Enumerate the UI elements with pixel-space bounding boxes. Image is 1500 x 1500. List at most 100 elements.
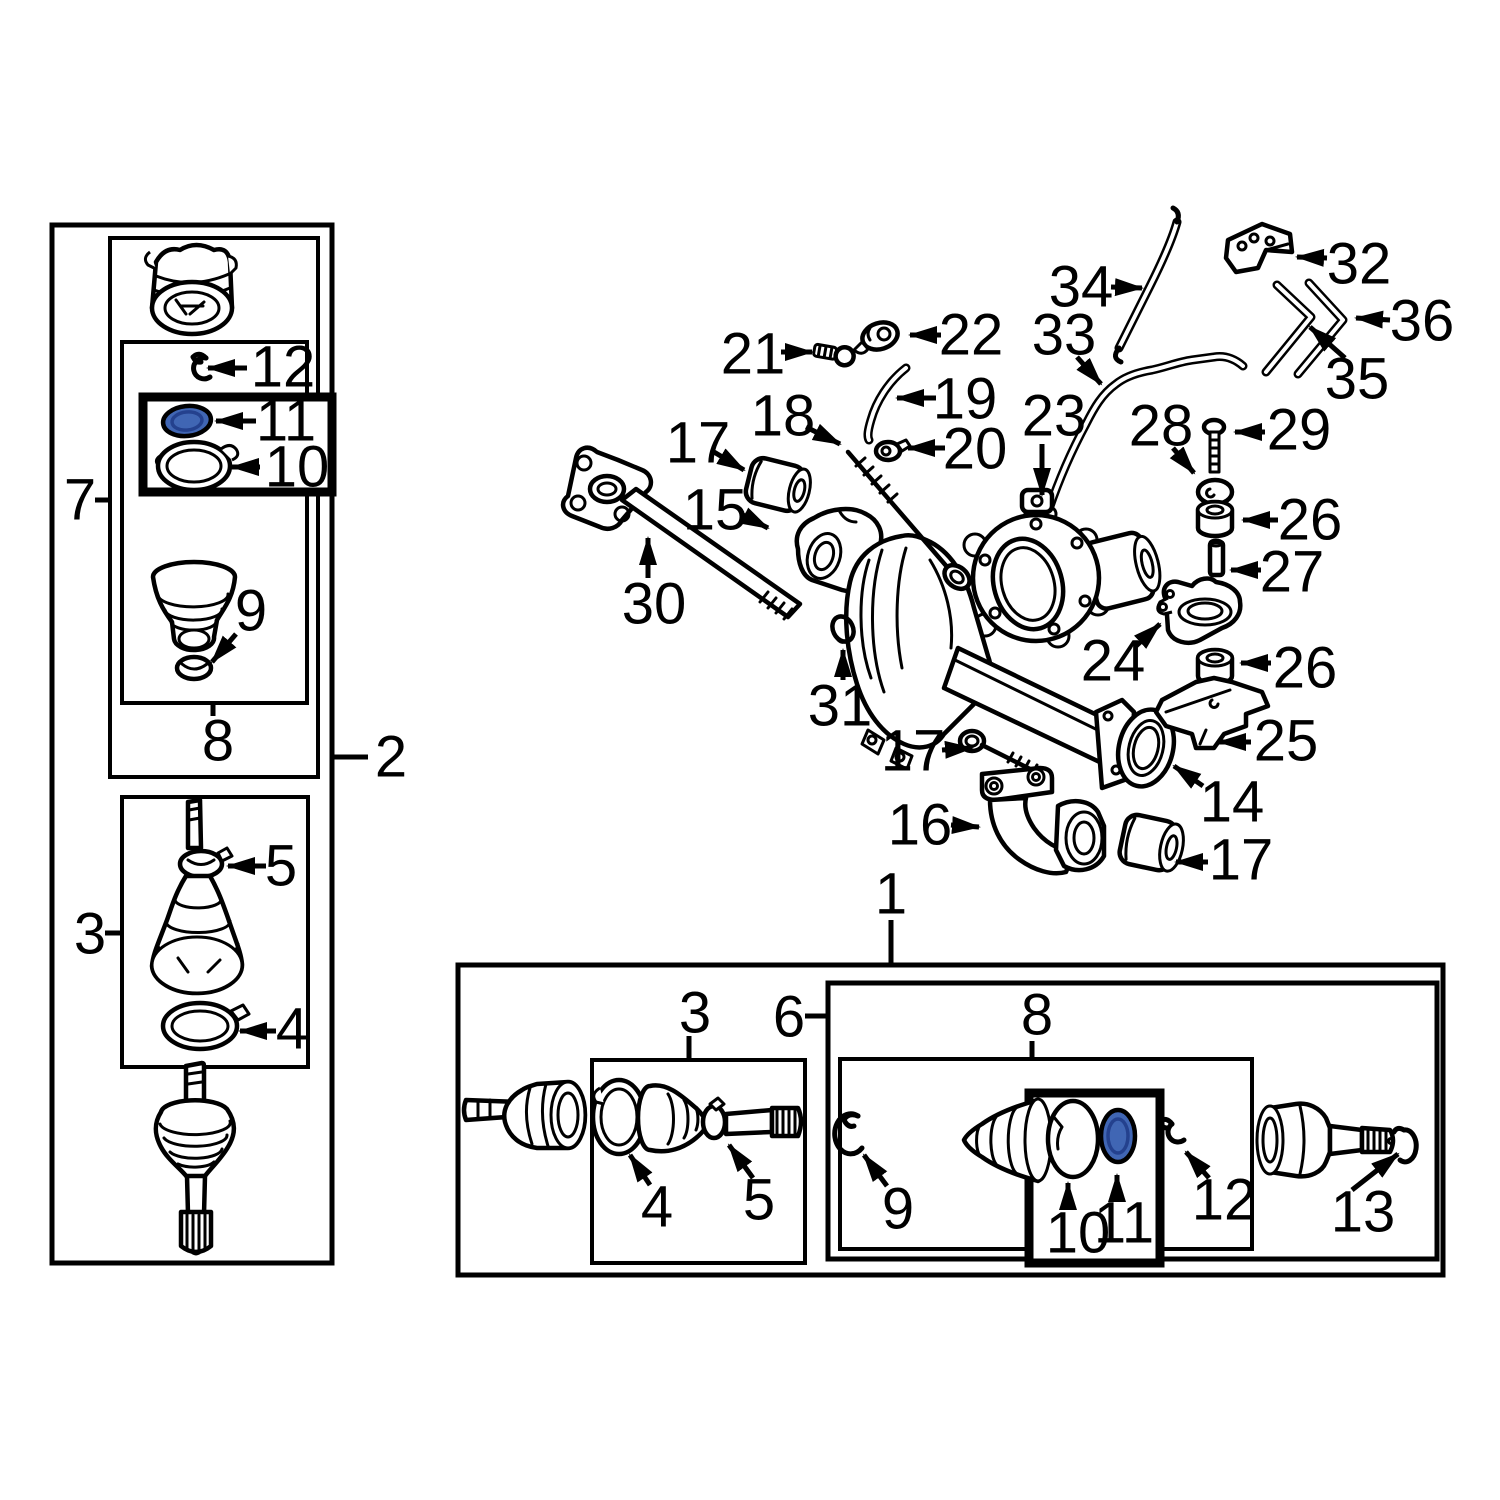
part-axle-shaft-30-icon xyxy=(560,445,803,621)
callout-number: 9 xyxy=(882,1177,914,1242)
callout-number: 23 xyxy=(1022,384,1087,449)
part-cap-10-left-icon xyxy=(154,439,240,493)
callout-30-10: 30 xyxy=(622,536,687,637)
callout-number: 17 xyxy=(881,719,946,784)
callout-number: 34 xyxy=(1049,255,1114,320)
callout-17-35: 17 xyxy=(1174,828,1273,893)
callout-15-12: 15 xyxy=(683,478,770,543)
callout-number: 10 xyxy=(265,435,330,500)
callout-number: 11 xyxy=(1094,1191,1154,1256)
callout-number: 17 xyxy=(666,411,731,476)
callout-31-18: 31 xyxy=(808,648,873,739)
callout-arrow xyxy=(726,1143,756,1180)
callout-34-21: 34 xyxy=(1049,255,1144,320)
callout-4-9: 4 xyxy=(238,997,308,1062)
callout-3-37: 3 xyxy=(679,981,711,1058)
highlighted-parts-layer xyxy=(160,403,1138,1165)
callout-number: 11 xyxy=(256,389,316,454)
part-bolt-18-icon xyxy=(845,449,972,592)
callout-20-17: 20 xyxy=(906,417,1007,482)
part-snap-ring-12-left-icon xyxy=(190,351,213,382)
callout-35-24: 35 xyxy=(1308,325,1390,412)
part-differential-carrier-icon xyxy=(962,487,1162,649)
callout-number: 25 xyxy=(1254,709,1319,774)
callout-arrow xyxy=(941,740,974,759)
group-2-box xyxy=(108,236,320,779)
callout-23-19: 23 xyxy=(1022,384,1087,497)
callout-10-2: 10 xyxy=(230,435,330,500)
part-hose-19-icon xyxy=(863,363,911,445)
callout-number: 31 xyxy=(808,674,873,739)
callout-32-22: 32 xyxy=(1295,232,1391,297)
part-outer-cv-joint-bottom-icon xyxy=(461,1079,588,1151)
callout-arrow xyxy=(1169,446,1196,475)
callout-6-38: 6 xyxy=(773,985,827,1050)
callout-18-13: 18 xyxy=(751,384,842,449)
part-bolt-29-icon xyxy=(1201,417,1227,474)
callout-arrow xyxy=(1110,278,1144,297)
part-tube-collar-14-icon xyxy=(1115,707,1177,789)
callout-number: 8 xyxy=(202,709,234,774)
part-snap-ring-13-bottom-icon xyxy=(1391,1125,1419,1165)
callout-arrow xyxy=(1184,1150,1211,1180)
callout-arrow xyxy=(1172,763,1205,789)
callout-number: 10 xyxy=(1046,1201,1111,1266)
oil-seal-11-bottom xyxy=(1098,1107,1138,1165)
callout-arrow xyxy=(210,632,238,664)
callout-1-36: 1 xyxy=(875,862,907,963)
callout-number: 16 xyxy=(888,793,953,858)
part-hose-35-icon xyxy=(1261,280,1316,377)
callout-8-5: 8 xyxy=(202,704,234,774)
part-clamp-22-icon xyxy=(852,320,900,355)
callout-number: 14 xyxy=(1200,770,1265,835)
part-axle-shaft-7-left-icon xyxy=(153,1060,237,1256)
callout-number: 9 xyxy=(235,579,267,644)
part-bushing-17-top-icon xyxy=(743,455,812,514)
part-cv-joint-3-left-icon xyxy=(149,797,251,1052)
part-bracket-25-icon xyxy=(1153,675,1271,751)
callout-arrow xyxy=(1354,310,1391,329)
callout-number: 33 xyxy=(1032,303,1097,368)
callout-arrow xyxy=(712,448,746,473)
part-boot-8-bottom-icon xyxy=(961,1097,1053,1184)
callout-number: 15 xyxy=(683,478,748,543)
callout-number: 24 xyxy=(1081,629,1146,694)
part-bolt-21-icon xyxy=(812,342,856,368)
part-snap-ring-9-bottom-icon xyxy=(832,1111,865,1157)
callout-number: 18 xyxy=(751,384,816,449)
callout-number: 22 xyxy=(939,303,1004,368)
callout-13-46: 13 xyxy=(1331,1152,1400,1245)
callout-number: 30 xyxy=(622,572,687,637)
callout-26-30: 26 xyxy=(1239,636,1338,701)
callout-number: 5 xyxy=(265,834,297,899)
callout-14-32: 14 xyxy=(1172,763,1265,835)
callout-arrow xyxy=(739,507,770,531)
callout-9-42: 9 xyxy=(861,1153,914,1242)
callout-21-14: 21 xyxy=(721,322,814,387)
part-inner-cv-joint-13-icon xyxy=(1255,1101,1396,1179)
part-grommet-28-icon xyxy=(1195,477,1235,507)
callout-number: 35 xyxy=(1325,347,1390,412)
callout-arrow xyxy=(1134,622,1162,649)
callout-number: 26 xyxy=(1273,636,1338,701)
callout-arrow xyxy=(1308,325,1347,360)
part-oring-31-icon xyxy=(830,614,856,644)
group-1-box xyxy=(455,962,1446,1278)
callout-27-28: 27 xyxy=(1229,540,1324,605)
part-hose-36-icon xyxy=(1293,278,1348,379)
callout-arrow xyxy=(804,423,842,447)
callout-22-15: 22 xyxy=(908,303,1004,368)
callout-5-41: 5 xyxy=(726,1143,775,1233)
part-inner-joint-housing-top-left-icon xyxy=(143,242,238,337)
callout-11-1: 11 xyxy=(214,389,316,454)
callout-33-20: 33 xyxy=(1032,303,1103,386)
callout-number: 5 xyxy=(743,1168,775,1233)
callout-9-4: 9 xyxy=(210,579,267,664)
callout-number: 6 xyxy=(773,985,805,1050)
callout-2-6: 2 xyxy=(334,725,407,790)
callout-number: 7 xyxy=(64,468,96,533)
callout-7-3: 7 xyxy=(64,468,109,533)
